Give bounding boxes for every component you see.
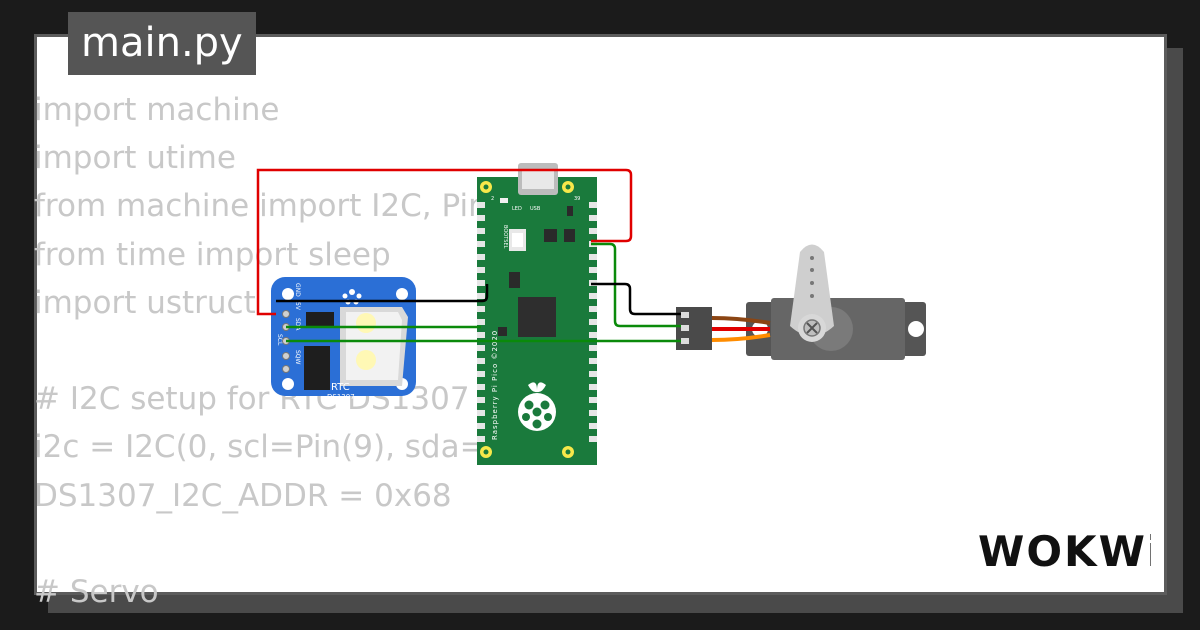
rtc-pin-gnd: GND <box>294 283 301 297</box>
code-line: import machine <box>34 92 280 128</box>
rtc-chip-label: DS1307 <box>327 393 355 401</box>
rtc-ds1307-module[interactable]: GND 5V SDA SCL SQW RTC DS1307 <box>271 277 416 401</box>
pico-bootsel-label: BOOTSEL <box>502 225 508 249</box>
code-line: import ustruct <box>34 284 256 321</box>
rtc-title: RTC <box>331 382 350 393</box>
code-line: # Servo <box>34 573 159 610</box>
pico-pin-label-39: 39 <box>574 196 580 202</box>
wokwi-logo-text: WOKWi <box>978 527 1151 574</box>
pico-led-label: LED <box>512 206 522 212</box>
code-line: from machine import I2C, Pin <box>34 188 488 225</box>
servo-motor[interactable] <box>676 244 926 361</box>
pico-pin-label-2: 2 <box>491 196 494 202</box>
code-line: import utime <box>34 140 236 177</box>
code-line: # I2C setup for RTC DS1307 <box>34 381 470 418</box>
pico-usb-label: USB <box>530 206 541 212</box>
code-line: from time import sleep <box>34 236 391 273</box>
wire-black-gnd-servo <box>591 282 681 316</box>
rtc-pin-5v: 5V <box>294 302 301 311</box>
wires <box>256 168 681 343</box>
pico-led <box>500 198 508 203</box>
pico-vertical-label: Raspberry Pi Pico ©2020 <box>491 330 499 440</box>
pico-left-pins <box>477 202 485 442</box>
rtc-pin-labels: GND 5V SDA SCL SQW <box>276 283 301 365</box>
rtc-pin-sqw: SQW <box>294 350 301 365</box>
file-tab-main-py[interactable]: main.py <box>68 12 256 75</box>
diagram-canvas[interactable] <box>34 34 1167 595</box>
wokwi-logo-icon: WOKWi <box>978 527 1151 574</box>
wire-black-gnd-rtc <box>276 284 489 303</box>
rtc-pin-scl: SCL <box>276 334 283 346</box>
rtc-pin-sda: SDA <box>294 318 301 331</box>
rp2040-chip <box>518 297 556 337</box>
raspberry-pi-pico[interactable]: 2 39 LED USB BOOTSEL Raspberry Pi Pico ©… <box>477 163 597 465</box>
code-line: DS1307_I2C_ADDR = 0x68 <box>34 477 452 514</box>
raspberry-pi-logo <box>518 382 556 431</box>
wire-red-5v <box>256 168 633 316</box>
